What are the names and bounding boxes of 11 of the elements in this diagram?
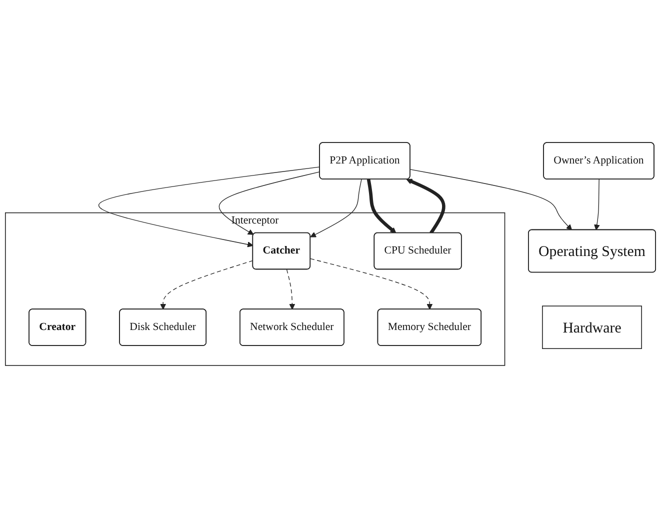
node-box: Hardware xyxy=(542,306,642,349)
arrow xyxy=(366,179,396,234)
arrow xyxy=(160,260,254,310)
arrow xyxy=(406,178,446,234)
arrow xyxy=(410,169,572,230)
arrow xyxy=(594,179,600,230)
arrow xyxy=(218,172,320,235)
arrow xyxy=(286,269,296,310)
arrow xyxy=(310,258,433,310)
arrow xyxy=(98,166,320,248)
arrow xyxy=(310,179,362,238)
